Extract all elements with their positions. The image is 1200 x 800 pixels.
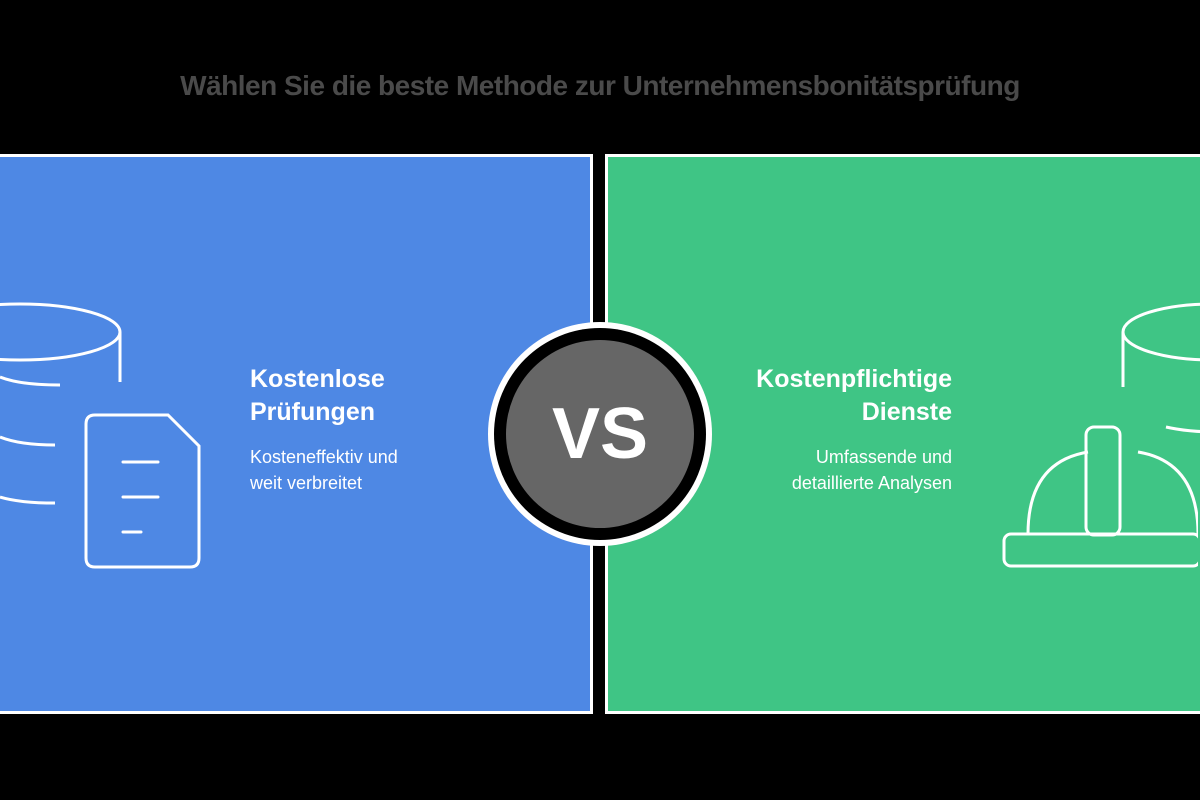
- description: Umfassende und detaillierte Analysen: [792, 444, 952, 496]
- page-title: Wählen Sie die beste Methode zur Unterne…: [180, 70, 1020, 101]
- heading: Kostenpflichtige Dienste: [756, 363, 952, 429]
- description-line: Umfassende und: [815, 447, 952, 467]
- database-icon: [0, 302, 122, 505]
- heading-line: Dienste: [861, 398, 952, 426]
- database-icon: [1121, 302, 1200, 433]
- heading: Kostenlose Prüfungen: [250, 363, 385, 429]
- document-icon: [84, 413, 201, 569]
- description: Kosteneffektiv und weit verbreitet: [250, 444, 398, 496]
- vs-badge: VS: [488, 322, 712, 546]
- description-line: Kosteneffektiv und: [250, 447, 398, 467]
- hard-hat-icon: [1002, 425, 1198, 568]
- heading-line: Prüfungen: [250, 398, 375, 426]
- heading-line: Kostenpflichtige: [756, 365, 952, 393]
- heading-line: Kostenlose: [250, 365, 385, 393]
- description-line: weit verbreitet: [250, 473, 363, 493]
- description-line: detaillierte Analysen: [791, 473, 952, 493]
- vs-label: VS: [506, 340, 694, 528]
